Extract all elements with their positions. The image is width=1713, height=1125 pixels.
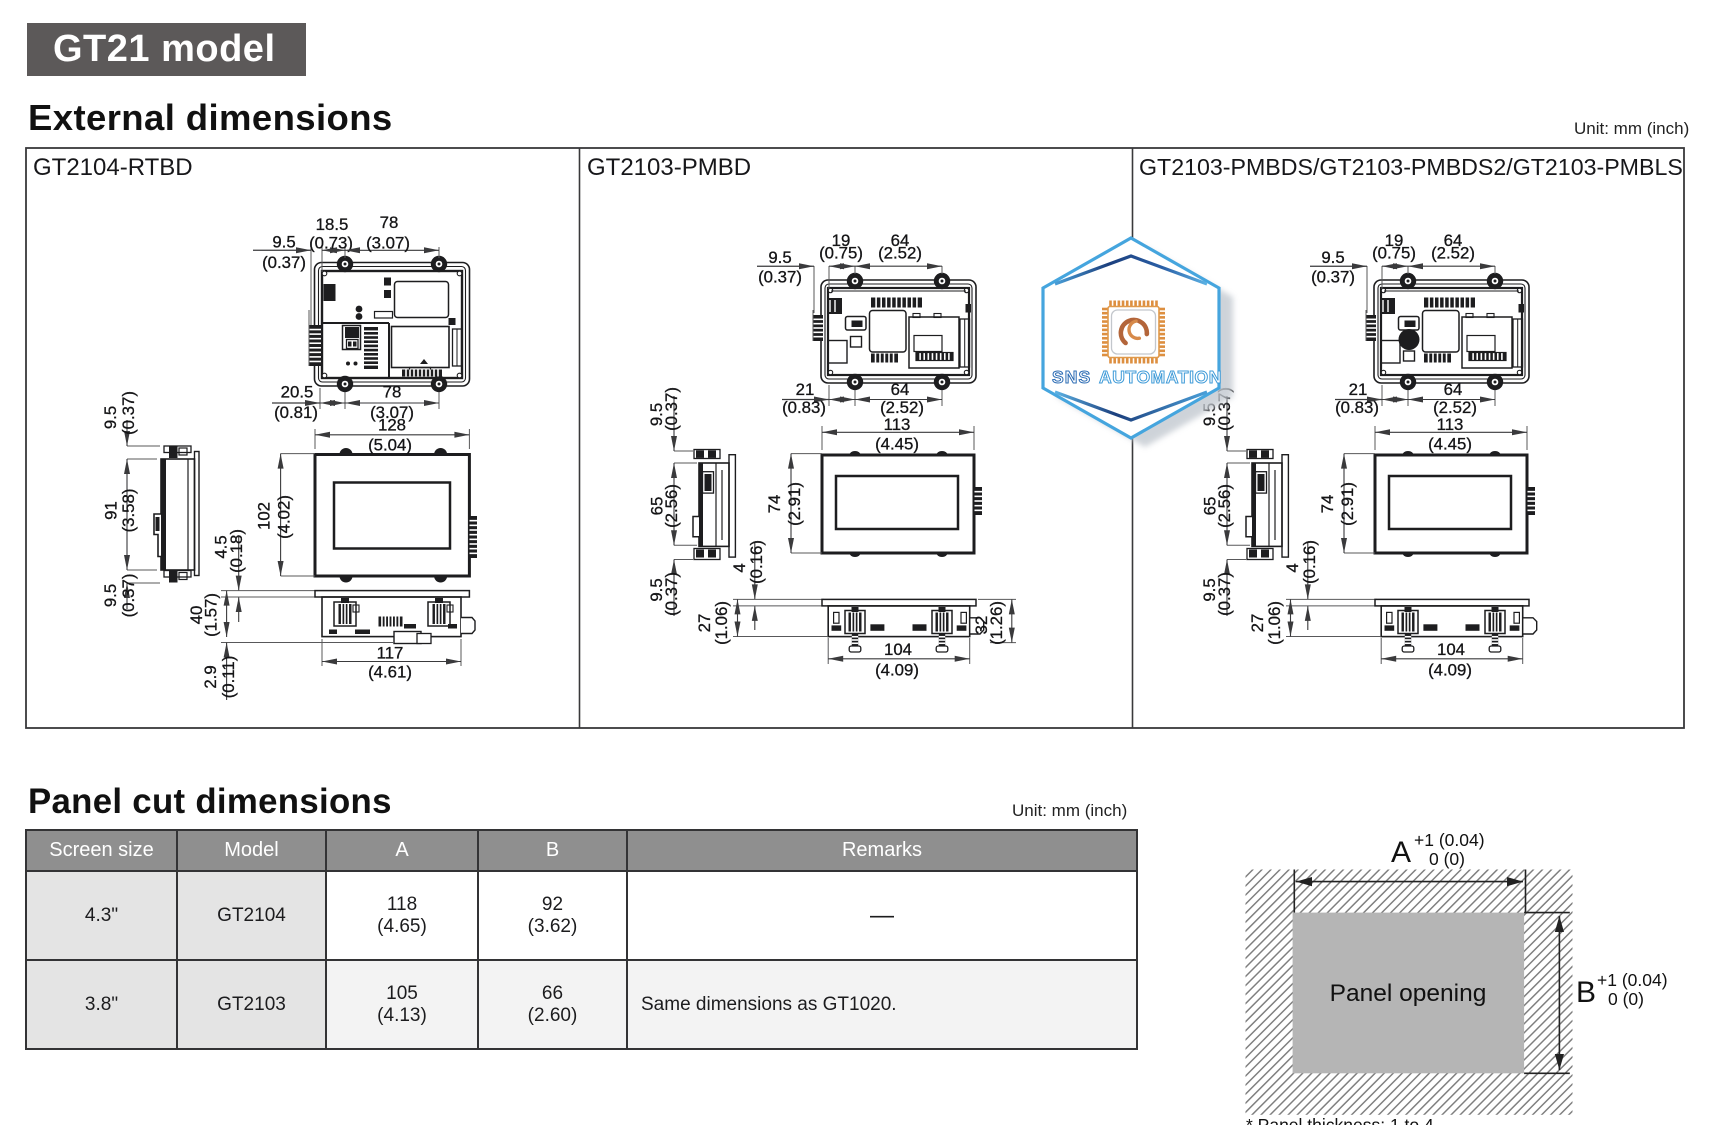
svg-text:9.5: 9.5 bbox=[1321, 248, 1344, 267]
svg-text:(3.07): (3.07) bbox=[370, 403, 414, 422]
svg-text:9.5: 9.5 bbox=[647, 403, 666, 426]
svg-text:GT2103-PMBD: GT2103-PMBD bbox=[587, 154, 751, 181]
svg-text:64: 64 bbox=[891, 231, 910, 250]
svg-text:(2.91): (2.91) bbox=[785, 482, 804, 526]
svg-text:21: 21 bbox=[1349, 380, 1368, 399]
svg-text:SNS: SNS bbox=[1052, 367, 1091, 387]
svg-text:(0.18): (0.18) bbox=[227, 529, 246, 573]
svg-text:(4.09): (4.09) bbox=[875, 661, 919, 680]
svg-text:(3.58): (3.58) bbox=[119, 489, 138, 533]
svg-text:(0.37): (0.37) bbox=[119, 574, 138, 618]
svg-text:(4.61): (4.61) bbox=[368, 663, 412, 682]
svg-text:A: A bbox=[1391, 836, 1411, 869]
svg-text:(4.45): (4.45) bbox=[875, 435, 919, 454]
svg-text:65: 65 bbox=[1201, 497, 1220, 516]
svg-text:(0.75): (0.75) bbox=[819, 244, 863, 263]
svg-text:2.9: 2.9 bbox=[201, 665, 220, 688]
svg-text:9.5: 9.5 bbox=[101, 406, 120, 429]
svg-text:78: 78 bbox=[380, 213, 399, 232]
svg-text:18.5: 18.5 bbox=[316, 215, 349, 234]
svg-text:(2.56): (2.56) bbox=[662, 484, 681, 528]
svg-text:(1.06): (1.06) bbox=[712, 601, 731, 645]
svg-text:(0.37): (0.37) bbox=[119, 391, 138, 435]
svg-text:40: 40 bbox=[187, 606, 206, 625]
svg-text:64: 64 bbox=[1444, 380, 1463, 399]
svg-text:(2.56): (2.56) bbox=[1215, 484, 1234, 528]
svg-text:(2.52): (2.52) bbox=[1433, 398, 1477, 417]
svg-text:(4.45): (4.45) bbox=[1428, 435, 1472, 454]
svg-text:20.5: 20.5 bbox=[281, 383, 314, 402]
svg-text:Panel opening: Panel opening bbox=[1330, 980, 1487, 1007]
svg-text:(0.37): (0.37) bbox=[662, 572, 681, 616]
svg-text:(2.52): (2.52) bbox=[1431, 244, 1475, 263]
svg-text:(0.37): (0.37) bbox=[758, 268, 802, 287]
svg-text:21: 21 bbox=[796, 380, 815, 399]
svg-text:+1 (0.04): +1 (0.04) bbox=[1597, 970, 1668, 990]
svg-text:(0.37): (0.37) bbox=[262, 253, 306, 272]
svg-text:27: 27 bbox=[695, 614, 714, 633]
svg-text:+1 (0.04): +1 (0.04) bbox=[1414, 830, 1485, 850]
svg-text:91: 91 bbox=[102, 501, 121, 520]
svg-text:(0.37): (0.37) bbox=[662, 387, 681, 431]
svg-text:GT2103-PMBDS/GT2103-PMBDS2/GT2: GT2103-PMBDS/GT2103-PMBDS2/GT2103-PMBLS bbox=[1139, 154, 1683, 180]
svg-text:65: 65 bbox=[648, 497, 667, 516]
svg-text:(0.16): (0.16) bbox=[1300, 540, 1319, 584]
svg-text:(0.81): (0.81) bbox=[274, 403, 318, 422]
svg-text:(3.07): (3.07) bbox=[366, 234, 410, 253]
svg-text:(1.57): (1.57) bbox=[202, 593, 221, 637]
svg-text:9.5: 9.5 bbox=[1200, 578, 1219, 601]
svg-text:78: 78 bbox=[383, 383, 402, 402]
svg-text:(0.11): (0.11) bbox=[219, 656, 238, 699]
svg-text:(1.26): (1.26) bbox=[987, 601, 1006, 645]
svg-text:4.5: 4.5 bbox=[212, 535, 231, 558]
svg-text:74: 74 bbox=[765, 495, 784, 514]
svg-text:102: 102 bbox=[255, 502, 274, 530]
svg-text:64: 64 bbox=[1444, 231, 1463, 250]
svg-text:(2.91): (2.91) bbox=[1338, 482, 1357, 526]
svg-text:(0.37): (0.37) bbox=[1215, 572, 1234, 616]
svg-text:19: 19 bbox=[1385, 231, 1404, 250]
svg-text:* Panel thickness: 1 to 4: * Panel thickness: 1 to 4 bbox=[1246, 1115, 1434, 1125]
svg-text:B: B bbox=[1576, 976, 1596, 1009]
svg-text:9.5: 9.5 bbox=[272, 233, 295, 252]
svg-text:4: 4 bbox=[1283, 563, 1302, 572]
svg-text:(0.73): (0.73) bbox=[309, 234, 353, 253]
svg-text:(0.16): (0.16) bbox=[747, 540, 766, 584]
svg-text:(0.83): (0.83) bbox=[1335, 398, 1379, 417]
svg-text:113: 113 bbox=[1437, 415, 1464, 434]
svg-text:(0.75): (0.75) bbox=[1372, 244, 1416, 263]
svg-text:(1.06): (1.06) bbox=[1265, 601, 1284, 645]
svg-text:4: 4 bbox=[730, 563, 749, 572]
svg-text:9.5: 9.5 bbox=[768, 248, 791, 267]
svg-text:(2.52): (2.52) bbox=[878, 244, 922, 263]
svg-text:(0.83): (0.83) bbox=[782, 398, 826, 417]
svg-text:(4.09): (4.09) bbox=[1428, 661, 1472, 680]
svg-text:27: 27 bbox=[1248, 614, 1267, 633]
svg-text:104: 104 bbox=[1437, 640, 1465, 659]
svg-text:GT2104-RTBD: GT2104-RTBD bbox=[33, 154, 193, 181]
svg-text:19: 19 bbox=[832, 231, 851, 250]
svg-text:(0.37): (0.37) bbox=[1311, 268, 1355, 287]
svg-text:117: 117 bbox=[377, 644, 404, 663]
svg-text:9.5: 9.5 bbox=[101, 584, 120, 607]
svg-text:(5.04): (5.04) bbox=[368, 436, 412, 455]
svg-text:AUTOMATION: AUTOMATION bbox=[1099, 367, 1222, 387]
svg-text:104: 104 bbox=[884, 640, 912, 659]
svg-text:113: 113 bbox=[884, 415, 911, 434]
svg-text:0 (0): 0 (0) bbox=[1429, 849, 1465, 869]
svg-text:0 (0): 0 (0) bbox=[1608, 989, 1644, 1009]
svg-text:9.5: 9.5 bbox=[647, 578, 666, 601]
svg-text:32: 32 bbox=[972, 616, 991, 635]
svg-text:74: 74 bbox=[1318, 495, 1337, 514]
svg-text:128: 128 bbox=[378, 416, 406, 435]
svg-text:64: 64 bbox=[891, 380, 910, 399]
svg-text:(4.02): (4.02) bbox=[275, 495, 294, 539]
svg-text:(2.52): (2.52) bbox=[880, 398, 924, 417]
